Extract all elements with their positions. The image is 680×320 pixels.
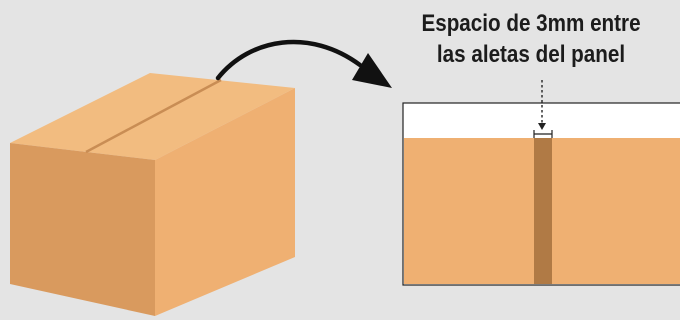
box-front-face bbox=[10, 143, 155, 316]
box-side-face bbox=[155, 88, 295, 316]
curved-arrow-icon bbox=[215, 39, 392, 88]
panel-flap-left bbox=[404, 138, 534, 284]
gap-annotation: Espacio de 3mm entre las aletas del pane… bbox=[403, 8, 659, 70]
annotation-line-1: Espacio de 3mm entre bbox=[421, 10, 641, 37]
dimension-marker-icon bbox=[533, 80, 553, 138]
panel-flap-right bbox=[552, 138, 680, 284]
box-top-seam bbox=[85, 78, 222, 154]
annotation-line-2: las aletas del panel bbox=[436, 41, 626, 68]
flap-gap bbox=[534, 138, 552, 284]
cardboard-box bbox=[10, 73, 295, 316]
flap-gap-closeup bbox=[402, 102, 680, 286]
